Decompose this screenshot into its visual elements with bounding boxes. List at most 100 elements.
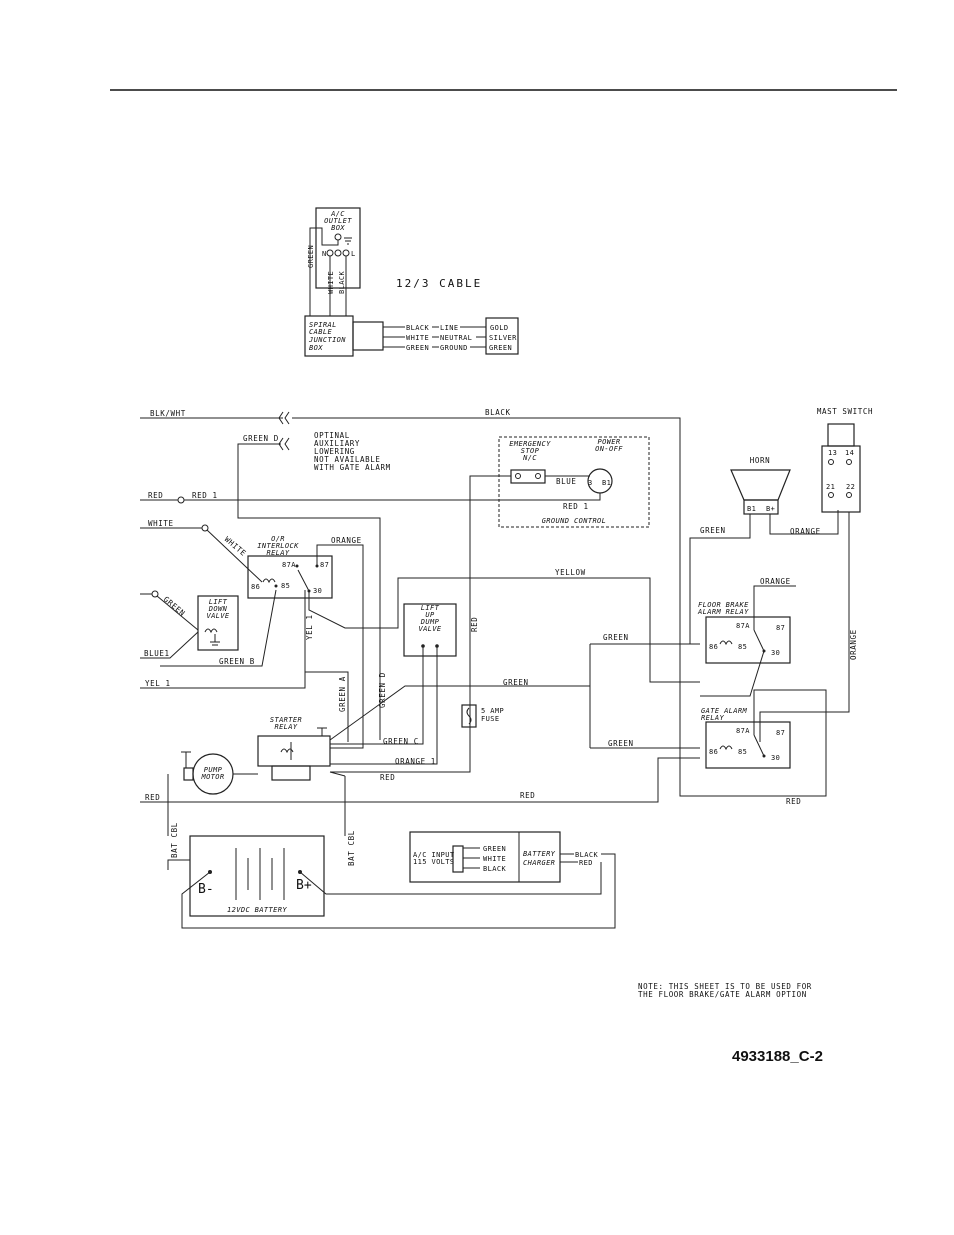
svg-text:85: 85 [738,748,747,756]
outlet-neutral-terminal [326,249,334,257]
charger-out-black-label: BLACK [575,851,598,859]
svg-text:86: 86 [709,748,718,756]
white-label: WHITE [148,519,174,528]
green-label-floor: GREEN [603,633,629,642]
terminal-block [485,317,519,355]
junction-label-1: SPIRAL [309,321,337,329]
blk-wht-label: BLK/WHT [150,409,186,418]
svg-text:22: 22 [846,483,855,491]
charger-black-label: BLACK [483,865,506,873]
svg-text:30: 30 [771,754,780,762]
svg-text:3: 3 [588,479,593,487]
red-label-starter: RED [380,773,395,782]
emergency-label-2: STOP [521,447,540,455]
term-silver: SILVER [489,334,517,342]
charger-green-label: GREEN [483,845,506,853]
mast-switch-label: MAST SWITCH [817,407,873,416]
gate-alarm-relay [705,721,791,769]
battery-positive-label: B+ [296,878,312,893]
pump-label-2: MOTOR [200,773,224,781]
starter-relay [257,735,331,767]
outlet-wire-black-label: BLACK [338,271,346,294]
emergency-label-3: N/C [522,454,537,462]
bat-cbl-label-right: BAT CBL [347,830,356,866]
gate-alarm-label-1: GATE ALARM [701,707,748,715]
row-white-wire: WHITE [406,334,429,342]
svg-text:85: 85 [281,582,290,590]
blue-label: BLUE [556,477,576,486]
optional-note-4: NOT AVAILABLE [314,455,381,464]
starter-label-1: STARTER [270,716,302,724]
horn [730,469,791,501]
row-neutral-fn: NEUTRAL [440,334,472,342]
svg-text:86: 86 [251,583,260,591]
svg-text:85: 85 [738,643,747,651]
starter-label-2: RELAY [274,723,297,731]
svg-text:13: 13 [828,449,837,457]
orange-label-mast: ORANGE [849,629,858,660]
pump-label-1: PUMP [204,766,223,774]
red-label-bottom: RED [520,791,535,800]
battery-negative-label: B- [198,882,214,897]
junction-label-4: BOX [309,344,323,352]
red1-label-right: RED 1 [563,502,589,511]
battery-label: 12VDC BATTERY [227,906,287,914]
interlock-label-1: O/R [271,535,285,543]
ac-input-label-2: 115 VOLTS [413,858,455,866]
optional-note-5: WITH GATE ALARM [314,463,391,472]
lift-up-dump-valve [403,603,457,657]
svg-text:87A: 87A [282,561,296,569]
outlet-box-label-3: BOX [331,224,345,232]
lift-down-label-2: DOWN [208,605,228,613]
outlet-line-terminal [342,249,350,257]
orange-label-horn: ORANGE [790,527,821,536]
ground-control-label: GROUND CONTROL [542,517,607,525]
junction-label-3: JUNCTION [308,336,346,344]
interlock-label-3: RELAY [266,549,289,557]
lift-up-label-2: UP [425,611,435,619]
note-line-1: NOTE: THIS SHEET IS TO BE USED FOR [638,982,812,991]
fuse [461,704,477,728]
outlet-box-label-2: OUTLET [324,217,352,225]
svg-text:B1: B1 [602,479,611,487]
yel1-vertical-label: YEL 1 [305,614,314,640]
outlet-ground-terminal [334,233,342,241]
horn-label: HORN [750,456,770,465]
lift-down-label-1: LIFT [209,598,228,606]
lift-down-label-3: VALVE [206,612,229,620]
lift-down-valve [197,595,239,651]
orange-label-floor: ORANGE [760,577,791,586]
svg-text:21: 21 [826,483,835,491]
svg-text:30: 30 [313,587,322,595]
green-label-horn: GREEN [700,526,726,535]
power-label-1: POWER [597,438,620,446]
svg-text:30: 30 [771,649,780,657]
outlet-wire-white-label: WHITE [327,271,335,294]
outlet-box-label-1: A/C [330,210,345,218]
ac-outlet-box [315,207,361,289]
blue1-label: BLUE1 [144,649,170,658]
svg-text:87A: 87A [736,622,750,630]
term-green: GREEN [489,344,512,352]
svg-text:87: 87 [776,624,785,632]
svg-text:B+: B+ [766,505,775,513]
optional-note-2: AUXILIARY [314,439,360,448]
red-label-gate: RED [786,797,801,806]
charger-label-2: CHARGER [523,859,555,867]
cable-label: 12/3 CABLE [396,277,482,290]
document-id: 4933188_C-2 [732,1048,823,1065]
svg-text:87A: 87A [736,727,750,735]
interlock-label-2: INTERLOCK [257,542,299,550]
red-label-left: RED [148,491,163,500]
red1-label: RED 1 [192,491,218,500]
svg-text:87: 87 [320,561,329,569]
green-d-label: GREEN D [243,434,279,443]
bat-cbl-label-left: BAT CBL [170,822,179,858]
mast-switch [821,445,861,513]
optional-note-1: OPTINAL [314,431,350,440]
green-b-label: GREEN B [219,657,255,666]
junction-label-2: CABLE [309,328,332,336]
